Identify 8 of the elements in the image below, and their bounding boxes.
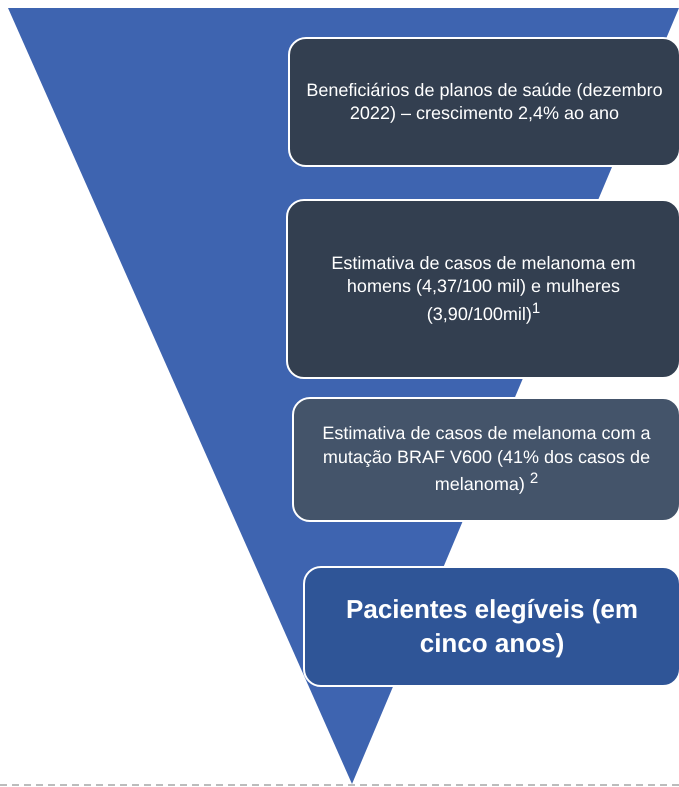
funnel-stage-box: [286, 199, 679, 379]
stage-text: Beneficiários de planos de saúde (dezembro 2022) – crescimento 2,4% ao ano: [305, 78, 664, 125]
stage-text: Estimativa de casos de melanoma com a mutação BRAF V600 (41% dos casos de melanoma) $^{2}$: [321, 422, 652, 496]
stage-text: Pacientes elegíveis (em cinco anos): [345, 592, 639, 660]
funnel-stage-box: [288, 37, 679, 167]
funnel-stage-box: [303, 566, 679, 687]
stage-text: Estimativa de casos de melanoma em homens (4,37/100 mil) e mulheres (3,90/100mil)$^{1}$: [330, 252, 637, 326]
funnel-stage-box: [292, 397, 679, 522]
